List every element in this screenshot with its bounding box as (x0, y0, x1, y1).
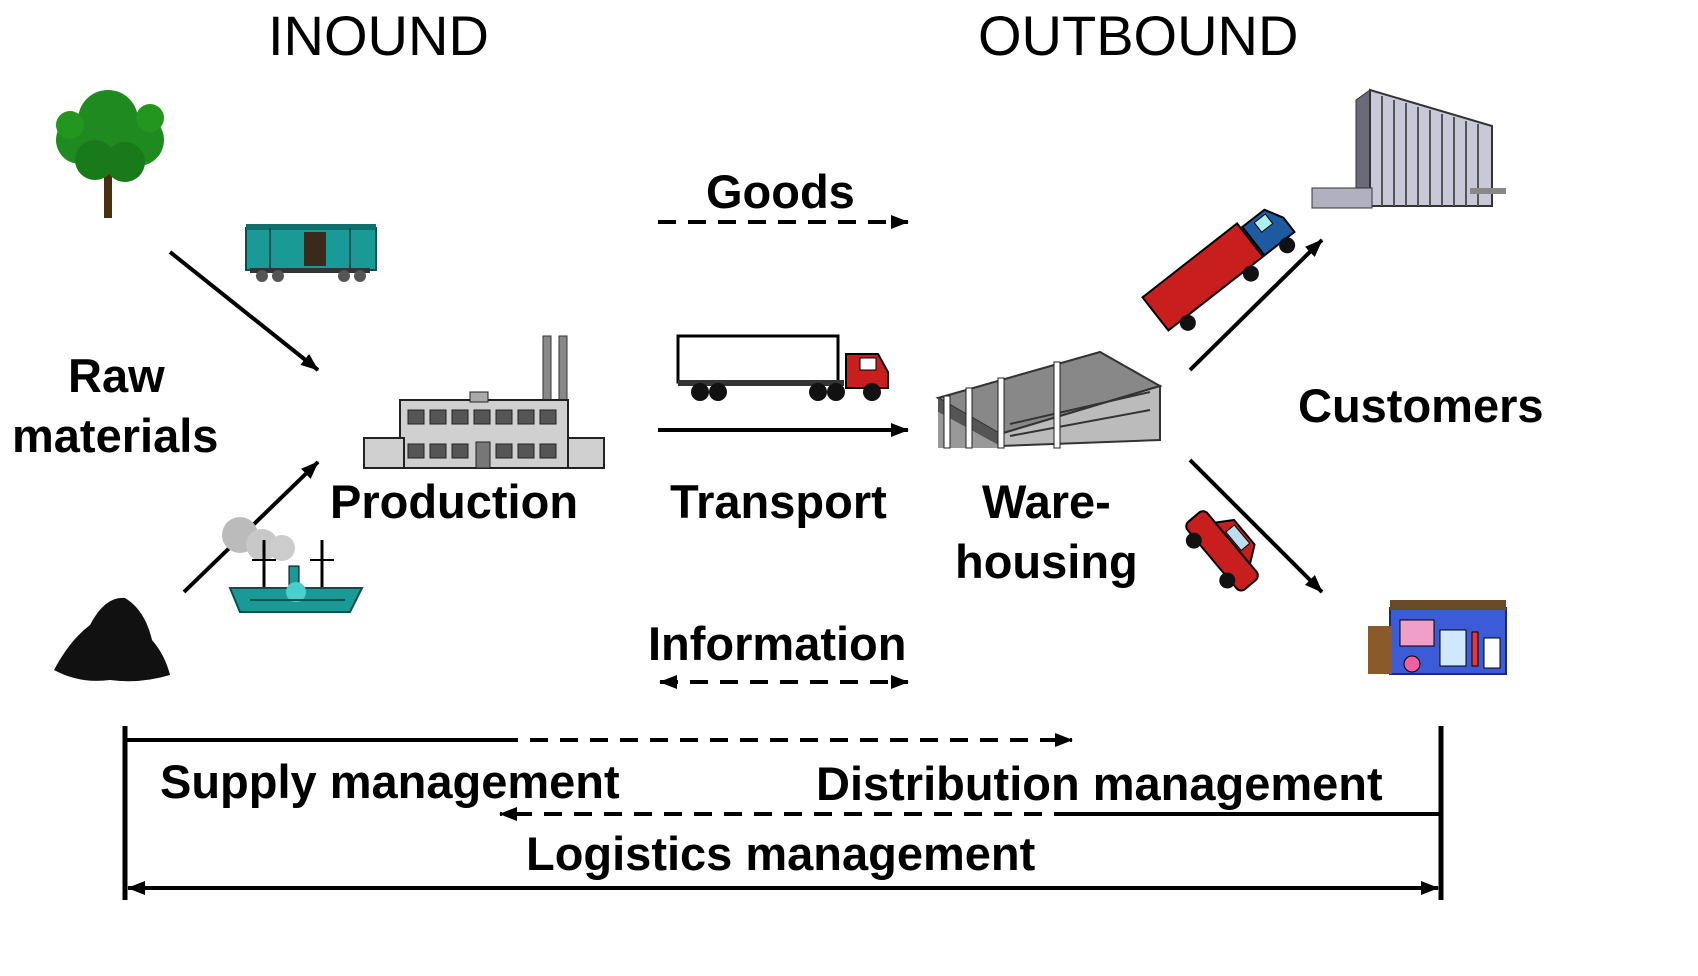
transport-label: Transport (670, 475, 887, 528)
production-label: Production (330, 475, 579, 528)
factory-icon (363, 335, 605, 469)
arrow-warehouse-to-office (1188, 238, 1324, 372)
customers-label: Customers (1298, 379, 1544, 432)
information-label: Information (648, 617, 907, 670)
shop-icon (1368, 600, 1507, 675)
supply-management-label: Supply management (160, 755, 620, 808)
warehousing-label-line2: housing (955, 535, 1138, 588)
coal-pile-icon (54, 597, 170, 682)
outbound-heading: OUTBOUND (978, 4, 1299, 67)
steamship-icon (222, 517, 364, 613)
arrow-warehouse-to-shop (1188, 458, 1324, 594)
semi-truck-icon (676, 334, 889, 401)
red-truck-icon (1141, 208, 1296, 332)
raw-label-line1: Raw (68, 349, 165, 402)
office-building-icon (1311, 88, 1506, 209)
raw-label-line2: materials (12, 409, 219, 462)
tree-icon (56, 90, 164, 218)
inbound-heading: INOUND (268, 4, 489, 67)
arrow-tree-to-production (168, 250, 320, 372)
distribution-management-label: Distribution management (816, 757, 1383, 810)
goods-label: Goods (706, 165, 855, 218)
warehousing-label-line1: Ware- (982, 475, 1111, 528)
logistics-management-label: Logistics management (526, 827, 1036, 880)
red-car-icon (1185, 510, 1259, 592)
freight-railcar-icon (245, 224, 377, 282)
warehouse-icon (935, 350, 1163, 449)
